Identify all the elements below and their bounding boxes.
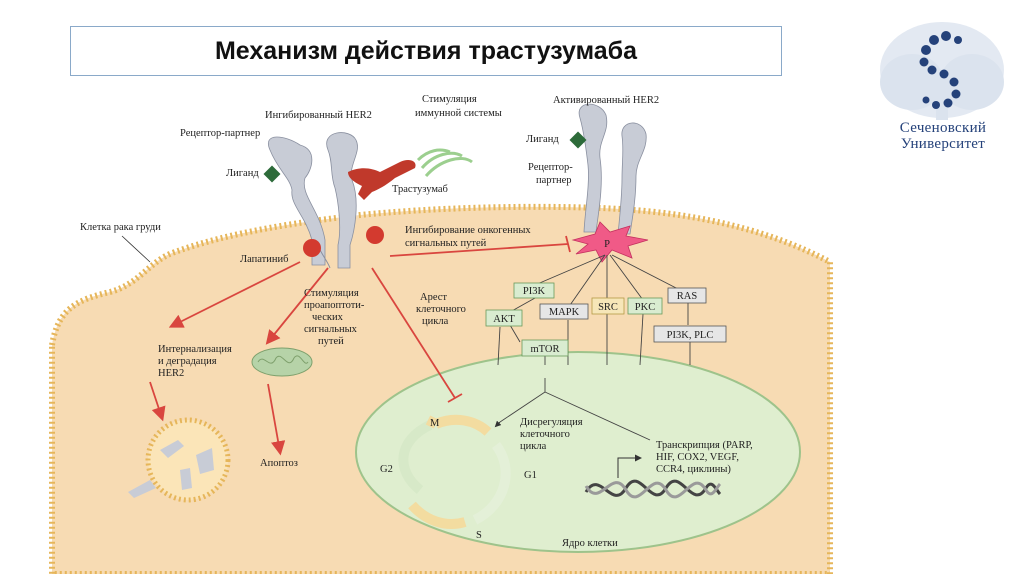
cell-cycle-arrest-label: клеточного — [416, 304, 466, 315]
cell-cycle-arrest-label: цикла — [422, 316, 449, 327]
svg-text:AKT: AKT — [493, 314, 515, 325]
nucleus-label: Ядро клетки — [562, 538, 618, 549]
university-name: Сеченовский Университет — [878, 120, 1008, 152]
dysregulation-label: цикла — [520, 441, 547, 452]
proapoptotic-label: сигнальных — [304, 324, 358, 335]
phase-s-label: S — [476, 530, 482, 541]
dna-helix-icon — [584, 479, 722, 499]
proapoptotic-label: Стимуляция — [304, 288, 359, 299]
cell-cycle-arrest-label: Арест — [420, 292, 447, 303]
receptor-partner-right-label: партнер — [536, 175, 572, 186]
apoptosis-label: Апоптоз — [260, 458, 298, 469]
svg-text:PI3K: PI3K — [523, 286, 546, 297]
lapatinib-label: Лапатиниб — [240, 254, 288, 265]
pathway-box-src: SRC — [591, 297, 625, 315]
pathway-box-pi3k-plc: PI3K, PLC — [653, 325, 727, 343]
university-name-line2: Университет — [900, 136, 986, 152]
svg-text:SRC: SRC — [598, 302, 618, 313]
oncogenic-inhibition-label: Ингибирование онкогенных — [405, 225, 531, 236]
title-box: Механизм действия трастузумаба — [70, 26, 782, 76]
phase-m-label: M — [430, 418, 440, 429]
trastuzumab-label: Трастузумаб — [392, 184, 448, 195]
pathway-box-mtor: mTOR — [521, 339, 569, 357]
endosome-icon — [128, 417, 231, 503]
svg-text:RAS: RAS — [677, 291, 698, 302]
svg-text:mTOR: mTOR — [531, 344, 560, 355]
cell-nucleus — [355, 351, 801, 553]
inhibited-her2-receptor — [267, 132, 358, 269]
cell-cycle-icon — [398, 414, 511, 529]
proapoptotic-label: проапоптоти- — [304, 300, 365, 311]
ligand-right-icon — [569, 131, 587, 149]
pathway-box-ras: RAS — [667, 287, 707, 304]
phase-g2-label: G2 — [380, 464, 393, 475]
internalization-label: Интернализация — [158, 344, 232, 355]
svg-text:PI3K, PLC: PI3K, PLC — [667, 330, 714, 341]
proapoptotic-label: ческих — [312, 312, 344, 323]
phospho-label: P — [604, 239, 610, 250]
immune-stimulation-label: Стимуляция — [422, 94, 477, 105]
nucleus-entry-arrow — [494, 420, 502, 428]
inhibited-her2-label: Ингибированный HER2 — [265, 110, 372, 121]
signaling-lines — [497, 254, 691, 441]
pathway-box-akt: AKT — [485, 309, 523, 327]
ligand-right-label: Лиганд — [526, 134, 559, 145]
transcription-label: Транскрипция (PARP, — [656, 440, 753, 451]
transcription-label: CCR4, циклины) — [656, 464, 731, 475]
university-logo — [880, 22, 1004, 120]
receptor-partner-right-label: Рецептор- — [528, 162, 573, 173]
ligand-left-icon — [263, 165, 281, 183]
oncogenic-inhibition-label: сигнальных путей — [405, 238, 487, 249]
university-name-line1: Сеченовский — [899, 120, 987, 136]
phase-g1-label: G1 — [524, 470, 537, 481]
transcription-arrow-icon — [617, 454, 642, 478]
transcription-label: HIF, COX2, VEGF, — [656, 452, 739, 463]
ligand-label: Лиганд — [226, 168, 259, 179]
svg-text:PKC: PKC — [635, 302, 655, 313]
pathway-box-mapk: MAPK — [539, 303, 589, 320]
page-title: Механизм действия трастузумаба — [214, 36, 638, 65]
lapatinib-dot — [303, 239, 321, 257]
cell-pointer-line — [121, 235, 151, 263]
activated-her2-receptor — [578, 103, 647, 235]
breast-cancer-cell-label: Клетка рака груди — [80, 222, 161, 233]
immune-signal-icon — [416, 148, 473, 178]
s-dots-icon — [919, 31, 962, 109]
phosphorylation-star-icon — [571, 221, 649, 263]
internalization-label: HER2 — [158, 368, 184, 379]
internalization-label: и деградация — [158, 356, 217, 367]
receptor-partner-label: Рецептор-партнер — [180, 128, 260, 139]
red-arrows — [149, 235, 571, 456]
lapatinib-dot — [366, 226, 384, 244]
immune-stimulation-label: иммунной системы — [415, 108, 502, 119]
proapoptotic-label: путей — [318, 336, 344, 347]
svg-text:MAPK: MAPK — [549, 307, 580, 318]
dysregulation-label: Дисрегуляция — [520, 417, 583, 428]
pathway-box-pkc: PKC — [627, 297, 663, 315]
trastuzumab-antibody-icon — [348, 160, 416, 200]
pathway-box-pi3k: PI3K — [513, 282, 555, 299]
dysregulation-label: клеточного — [520, 429, 570, 440]
mitochondrion-icon — [251, 347, 313, 377]
activated-her2-label: Активированный HER2 — [553, 95, 659, 106]
